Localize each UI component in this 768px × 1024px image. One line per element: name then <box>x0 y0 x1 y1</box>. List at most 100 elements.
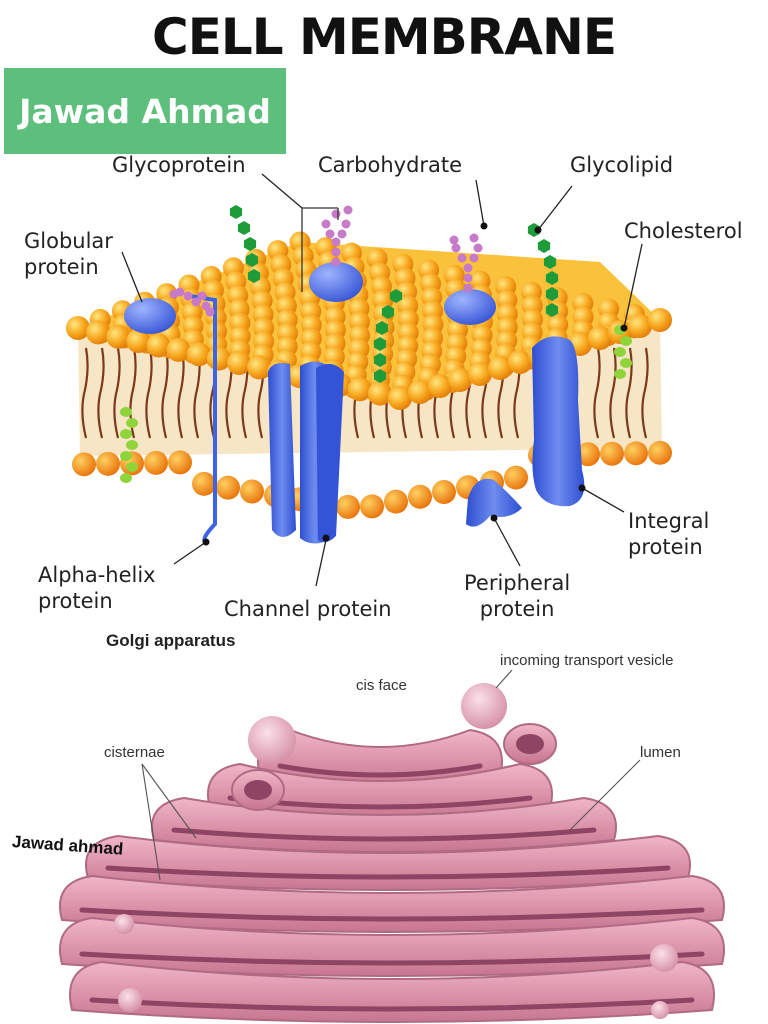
cholesterol-bead <box>126 440 138 450</box>
cholesterol-bead <box>120 473 132 483</box>
label-globular-protein: Globular protein <box>24 229 113 279</box>
globular-protein-shape <box>124 298 176 334</box>
carbohydrate-bead <box>341 219 351 229</box>
carbohydrate-bead <box>463 283 473 293</box>
lipid-tail <box>81 347 89 439</box>
glycolipid-hexagon <box>545 271 559 285</box>
label-cisternae: cisternae <box>104 744 165 761</box>
lipid-head <box>408 484 432 509</box>
carbohydrate-chains <box>169 205 483 317</box>
glycolipid-hexagon <box>373 353 387 367</box>
golgi-vesicle <box>461 683 507 729</box>
golgi-title: Golgi apparatus <box>106 631 236 650</box>
cholesterol-bead <box>620 336 632 346</box>
lipid-head <box>192 471 216 496</box>
cholesterol-bead <box>126 418 138 428</box>
lipid-head <box>384 489 408 514</box>
glycoprotein-bracket <box>301 207 339 292</box>
carbohydrate-bead <box>183 291 193 301</box>
label-alpha-helix-protein: Alpha-helix protein <box>38 563 156 613</box>
carbohydrate-bead <box>331 257 341 267</box>
carbohydrate-bead <box>191 297 201 307</box>
lipid-head <box>588 326 612 350</box>
lipid-head <box>146 333 171 358</box>
carbohydrate-bead <box>337 229 347 239</box>
golgi-leader-lines <box>141 669 641 881</box>
lipid-head <box>168 450 192 475</box>
leader-dots <box>202 222 628 546</box>
golgi-lumen <box>89 997 695 1012</box>
lipid-head <box>216 475 240 500</box>
lipid-head <box>66 316 90 340</box>
glycolipid-hexagon <box>243 237 257 251</box>
lipid-head <box>488 356 512 380</box>
glycolipid-hexagon <box>381 305 395 319</box>
lipid-head <box>206 346 231 371</box>
lipid-tail <box>641 347 649 439</box>
leader-lines <box>121 173 643 587</box>
golgi-vesicle <box>114 914 134 934</box>
carbohydrate-bead <box>331 237 341 247</box>
label-integral-protein: Integral protein <box>628 509 710 559</box>
label-cholesterol: Cholesterol <box>624 219 743 243</box>
glycolipid-hexagon <box>247 269 261 283</box>
lipid-head <box>648 308 672 332</box>
glycolipid-hexagon <box>375 321 389 335</box>
lipid-head <box>347 377 372 402</box>
carbohydrate-bead <box>331 209 341 219</box>
golgi-lumen <box>171 827 597 842</box>
lipid-head <box>628 314 652 338</box>
lipid-head <box>508 350 532 374</box>
carbohydrate-bead <box>331 247 341 257</box>
lipid-tail <box>97 347 105 439</box>
cholesterol-bead <box>120 407 132 417</box>
lipid-head <box>600 441 624 466</box>
lipid-tail <box>145 347 153 439</box>
lipid-head <box>186 342 211 367</box>
lipid-tail <box>609 347 617 439</box>
golgi-cisternae-stack <box>59 723 725 1023</box>
author-badge: Jawad Ahmad <box>4 68 286 154</box>
lipid-head <box>336 494 360 519</box>
carbohydrate-bead <box>463 263 473 273</box>
lipid-head <box>468 362 492 386</box>
lipid-head <box>144 450 168 475</box>
golgi-lumen <box>277 763 483 778</box>
glycolipid-hexagon <box>545 303 559 317</box>
carbohydrate-bead <box>451 243 461 253</box>
carbohydrate-bead <box>321 219 331 229</box>
glycolipid-hexagon <box>245 253 259 267</box>
golgi-lumen <box>516 734 544 754</box>
glycolipid-chains <box>229 205 559 383</box>
lipid-head <box>227 351 251 375</box>
label-glycolipid: Glycolipid <box>570 153 674 177</box>
carbohydrate-bead <box>469 253 479 263</box>
lipid-head <box>106 324 131 349</box>
lipid-head <box>96 451 120 476</box>
lipid-head <box>504 465 528 490</box>
carbohydrate-bead <box>449 235 459 245</box>
carbohydrate-protein-shape <box>444 289 496 325</box>
golgi-lumen <box>244 780 272 800</box>
lipid-tail <box>113 347 121 439</box>
cholesterol-bead <box>126 462 138 472</box>
cholesterol-bead <box>120 451 132 461</box>
label-lumen: lumen <box>640 744 681 761</box>
lipid-head <box>576 442 600 467</box>
golgi-vesicle <box>248 716 296 764</box>
cholesterol-bead <box>120 429 132 439</box>
glycolipid-hexagon <box>373 337 387 351</box>
lipid-tail <box>177 347 185 439</box>
carbohydrate-bead <box>463 273 473 283</box>
integral-protein-shape <box>532 336 585 507</box>
label-channel-protein: Channel protein <box>224 597 392 621</box>
cholesterol-left <box>120 407 138 483</box>
lipid-head <box>166 337 191 362</box>
label-glycoprotein: Glycoprotein <box>112 153 246 177</box>
golgi-lumen <box>79 907 705 922</box>
label-carbohydrate: Carbohydrate <box>318 153 463 177</box>
cholesterol-bead <box>614 347 626 357</box>
label-cis-face: cis face <box>356 677 407 694</box>
golgi-lumen <box>79 951 705 966</box>
